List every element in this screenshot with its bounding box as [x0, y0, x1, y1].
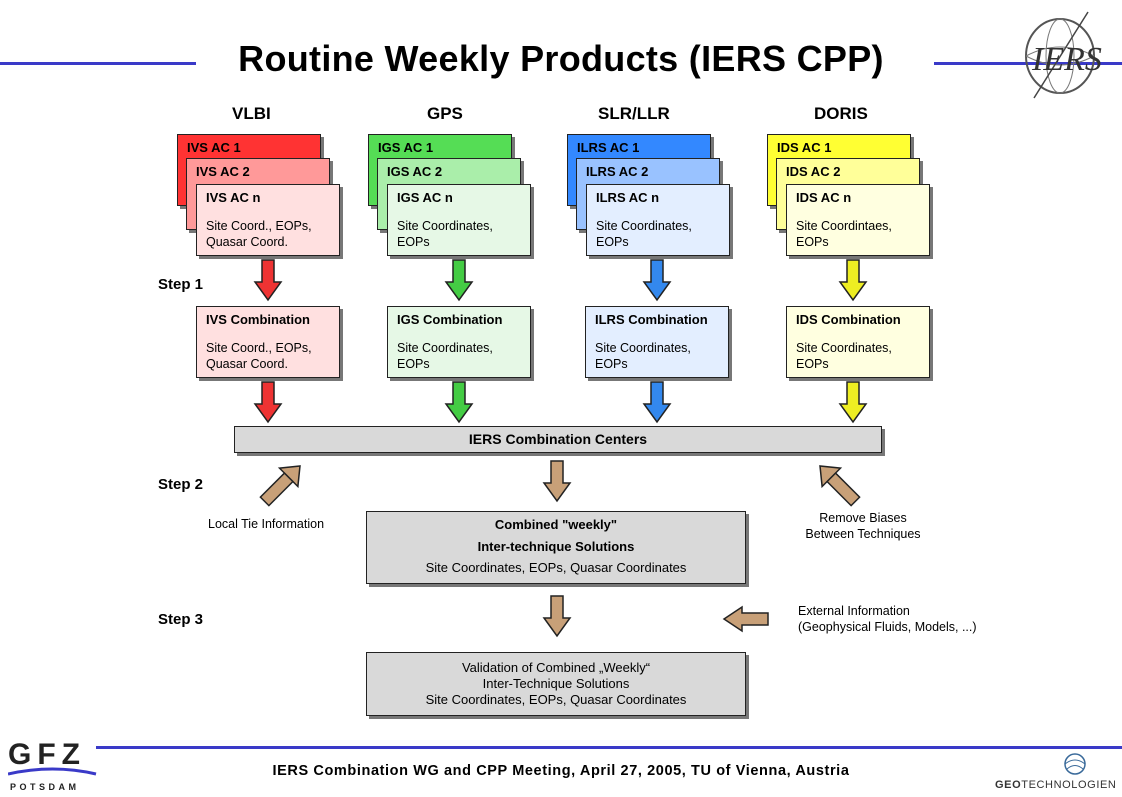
combined-weekly-box: Combined "weekly" Inter-technique Soluti… — [366, 511, 746, 584]
igs-ac1-label: IGS AC 1 — [378, 140, 434, 155]
gps-step1-arrow — [445, 259, 473, 301]
ids-acn-label: IDS AC n — [796, 190, 852, 205]
ivs-ac1-label: IVS AC 1 — [187, 140, 241, 155]
combined-weekly-content: Site Coordinates, EOPs, Quasar Coordinat… — [425, 560, 687, 575]
ids-combination-label: IDS Combination — [796, 312, 901, 327]
ids-combination-body: Site Coordinates, EOPs — [796, 341, 892, 371]
potsdam-logo-text: POTSDAM — [10, 782, 80, 792]
ivs-acn-body: Site Coord., EOPs, Quasar Coord. — [206, 219, 312, 249]
column-head-slr-llr: SLR/LLR — [598, 104, 670, 123]
ilrs-ac2-label: ILRS AC 2 — [586, 164, 649, 179]
column-head-doris: DORIS — [814, 104, 868, 123]
gps-centers-arrow — [445, 381, 473, 423]
igs-combination-label: IGS Combination — [397, 312, 503, 327]
gfz-logo-text: GFZ — [8, 738, 86, 771]
footer-rule — [96, 746, 1122, 749]
external-information-arrow — [722, 605, 769, 633]
centers-to-combined-arrow — [543, 460, 571, 502]
igs-acn-card: IGS AC n Site Coordinates, EOPs — [387, 184, 531, 256]
igs-combination-body: Site Coordinates, EOPs — [397, 341, 493, 371]
local-tie-note: Local Tie Information — [208, 517, 325, 531]
gfz-logo: GFZ POTSDAM — [7, 736, 98, 792]
geo-rest-text: TECHNOLOGIEN — [1021, 779, 1116, 791]
slr-step1-arrow — [643, 259, 671, 301]
ids-ac2-label: IDS AC 2 — [786, 164, 841, 179]
local-tie-arrow — [259, 465, 301, 507]
ivs-combination-label: IVS Combination — [206, 312, 310, 327]
external-information-note: External Information (Geophysical Fluids… — [798, 604, 977, 634]
geo-bold-text: GEO — [995, 779, 1021, 791]
validation-subtitle: Inter-Technique Solutions — [482, 676, 630, 691]
slr-centers-arrow — [643, 381, 671, 423]
step-2-label: Step 2 — [158, 476, 204, 493]
ilrs-acn-label: ILRS AC n — [596, 190, 660, 205]
ids-ac1-label: IDS AC 1 — [777, 140, 832, 155]
iers-logo: IERS — [1010, 8, 1120, 100]
combined-weekly-title: Combined "weekly" — [494, 517, 618, 532]
column-head-gps: GPS — [427, 104, 463, 123]
step-1-label: Step 1 — [158, 276, 204, 293]
ilrs-acn-card: ILRS AC n Site Coordinates, EOPs — [586, 184, 730, 256]
igs-ac2-label: IGS AC 2 — [387, 164, 443, 179]
validation-content: Site Coordinates, EOPs, Quasar Coordinat… — [425, 692, 687, 707]
ids-acn-body: Site Coordintaes, EOPs — [796, 219, 892, 249]
combined-weekly-subtitle: Inter-technique Solutions — [477, 539, 635, 554]
geotechnologien-logo: GEOTECHNOLOGIEN — [995, 752, 1119, 792]
ilrs-combination-label: ILRS Combination — [595, 312, 708, 327]
ilrs-acn-body: Site Coordinates, EOPs — [596, 219, 692, 249]
iers-combination-centers-bar: IERS Combination Centers — [234, 426, 882, 453]
ids-acn-card: IDS AC n Site Coordintaes, EOPs — [786, 184, 930, 256]
column-head-vlbi: VLBI — [232, 104, 271, 123]
title-rule-left — [0, 62, 196, 65]
svg-text:GEOTECHNOLOGIEN: GEOTECHNOLOGIEN — [995, 779, 1116, 791]
remove-biases-note: Remove Biases Between Techniques — [805, 511, 921, 541]
ilrs-ac1-label: ILRS AC 1 — [577, 140, 640, 155]
validation-title: Validation of Combined „Weekly“ — [461, 660, 651, 675]
combined-to-validation-arrow — [543, 595, 571, 637]
vlbi-centers-arrow — [254, 381, 282, 423]
ivs-acn-card: IVS AC n Site Coord., EOPs, Quasar Coord. — [196, 184, 340, 256]
page-title: Routine Weekly Products (IERS CPP) — [238, 38, 884, 79]
vlbi-step1-arrow — [254, 259, 282, 301]
validation-box: Validation of Combined „Weekly“ Inter-Te… — [366, 652, 746, 716]
ilrs-combination-body: Site Coordinates, EOPs — [595, 341, 691, 371]
iers-combination-centers-label: IERS Combination Centers — [468, 431, 648, 447]
step-3-label: Step 3 — [158, 611, 204, 628]
footer-text: IERS Combination WG and CPP Meeting, Apr… — [272, 763, 850, 779]
igs-acn-body: Site Coordinates, EOPs — [397, 219, 493, 249]
doris-step1-arrow — [839, 259, 867, 301]
igs-acn-label: IGS AC n — [397, 190, 453, 205]
doris-centers-arrow — [839, 381, 867, 423]
ivs-acn-label: IVS AC n — [206, 190, 261, 205]
remove-biases-arrow — [819, 465, 861, 507]
title-rule-right — [934, 62, 1122, 65]
ivs-combination-body: Site Coord., EOPs, Quasar Coord. — [206, 341, 312, 371]
ivs-ac2-label: IVS AC 2 — [196, 164, 250, 179]
iers-logo-text: IERS — [1031, 41, 1102, 78]
